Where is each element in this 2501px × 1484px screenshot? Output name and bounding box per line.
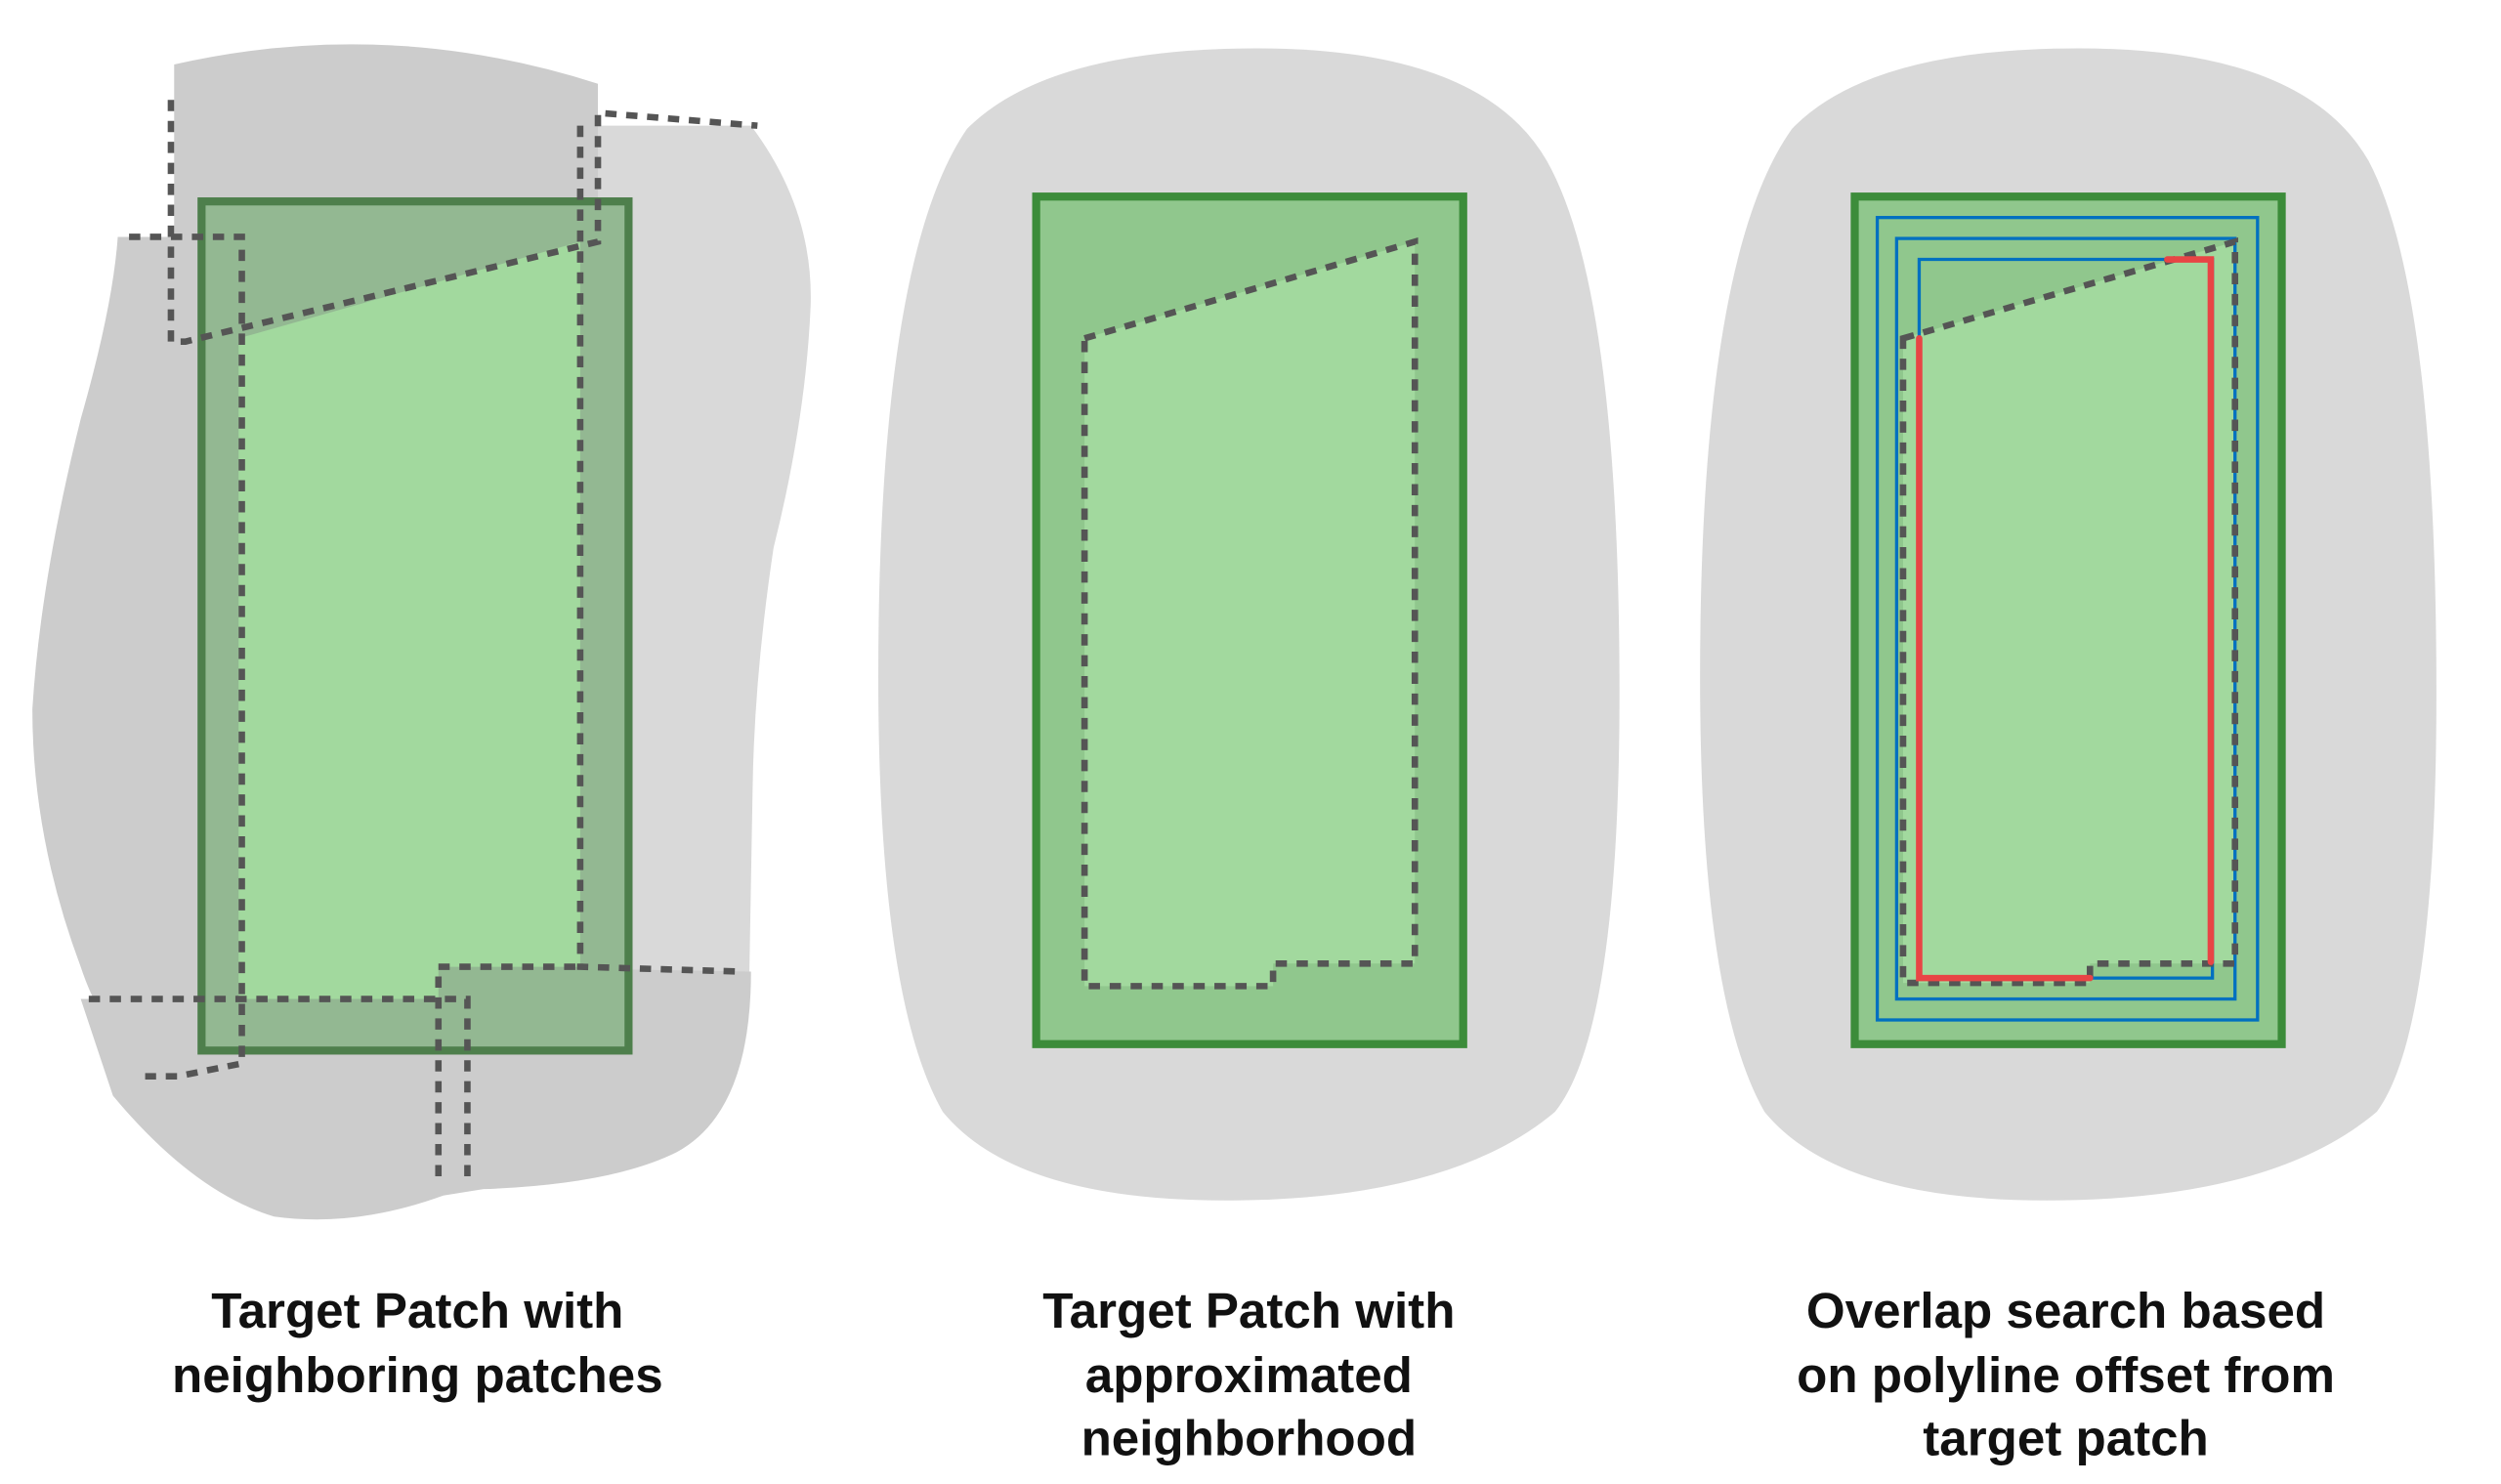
approximated-outline	[1899, 236, 2239, 987]
neighbor-outline-left	[129, 233, 245, 1081]
overlap-segment-right	[2164, 256, 2215, 965]
caption-line: Target Patch with	[211, 1283, 623, 1338]
overlap-segment-left	[1916, 335, 2094, 982]
approximated-outline	[1081, 236, 1419, 990]
caption-line: approximated	[1085, 1347, 1413, 1403]
caption-line: on polyline offset from	[1797, 1347, 2335, 1403]
panel-overlap-search: Overlap search based on polyline offset …	[1700, 48, 2437, 1465]
offset-polyline-1	[1875, 216, 2260, 1022]
target-inner-region	[1902, 241, 2235, 984]
caption-line: neighboring patches	[172, 1347, 663, 1403]
target-inner-region	[1084, 241, 1416, 987]
caption-line: Target Patch with	[1042, 1283, 1455, 1338]
caption-line: Overlap search based	[1806, 1283, 2325, 1338]
target-inner-region	[238, 241, 580, 999]
caption-line: target patch	[1923, 1410, 2209, 1465]
neighbor-patch-right	[579, 125, 811, 972]
neighbor-outline-top	[167, 100, 758, 345]
neighbor-outline-bottom2	[435, 963, 580, 1176]
neighbor-outline-right	[576, 125, 742, 975]
neighbor-outline-bottom	[88, 996, 471, 1176]
panel-neighboring-patches: Target Patch with neighboring patches	[32, 44, 811, 1403]
neighbor-patch-left	[32, 236, 242, 1064]
caption-line: neighborhood	[1081, 1410, 1418, 1465]
panel-approximated-neighborhood: Target Patch with approximated neighborh…	[878, 48, 1620, 1465]
